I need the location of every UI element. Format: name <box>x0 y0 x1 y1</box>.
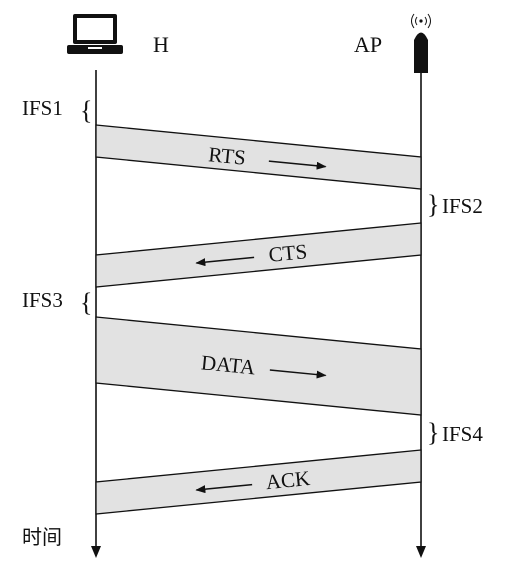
rts-direction-arrow <box>268 160 327 170</box>
ap-label: AP <box>354 32 382 57</box>
cts-frame <box>95 222 422 288</box>
ifs3-brace: { <box>80 288 92 317</box>
data-direction-arrow <box>269 369 327 379</box>
ifs1-brace: { <box>80 96 92 125</box>
cts-label: CTS <box>268 239 309 267</box>
ack-label: ACK <box>265 466 311 494</box>
wireless-access-point-icon <box>411 13 431 73</box>
ifs1-label: IFS1 <box>22 96 63 120</box>
ifs4-brace: } <box>427 418 439 447</box>
ifs2-label: IFS2 <box>442 194 483 218</box>
host-label: H <box>153 32 169 57</box>
time-axis-label: 时间 <box>22 525 62 549</box>
host-time-arrow <box>91 546 101 558</box>
ack-direction-arrow <box>195 483 253 494</box>
ifs3-label: IFS3 <box>22 288 63 312</box>
laptop-icon <box>67 14 123 54</box>
ifs2-brace: } <box>427 190 439 219</box>
rts-label: RTS <box>207 142 246 170</box>
data-frame <box>95 316 422 416</box>
data-label: DATA <box>200 350 257 379</box>
ack-frame <box>95 449 422 515</box>
ifs4-label: IFS4 <box>442 422 483 446</box>
ap-time-arrow <box>416 546 426 558</box>
rts-frame <box>95 124 422 190</box>
cts-direction-arrow <box>195 256 255 267</box>
